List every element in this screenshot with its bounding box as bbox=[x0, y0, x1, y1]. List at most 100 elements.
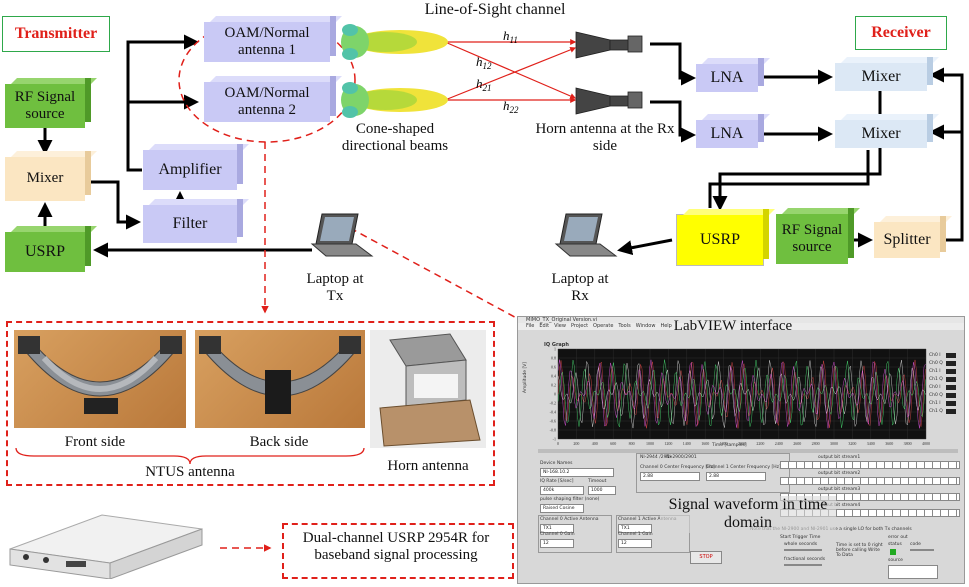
y-tick-label: 0.4 bbox=[551, 374, 556, 379]
iq-rate-field[interactable]: 400k bbox=[540, 486, 584, 495]
x-tick-label: 2400 bbox=[775, 441, 783, 446]
lna-2: LNA bbox=[696, 114, 764, 148]
device-name-label: Device Names bbox=[540, 461, 573, 466]
legend-entry: Ch1 Q bbox=[929, 377, 943, 382]
front-side-photo bbox=[14, 330, 186, 428]
x-tick-label: 2600 bbox=[793, 441, 801, 446]
lna-1: LNA bbox=[696, 58, 764, 92]
y-tick-label: -0.6 bbox=[550, 419, 556, 424]
tx-rf-source: RF Signal source bbox=[5, 78, 91, 128]
y-axis-label: Amplitude [V] bbox=[523, 361, 529, 394]
ch1-antenna-field[interactable]: TX1 bbox=[618, 524, 652, 533]
y-tick-label: -0.8 bbox=[550, 428, 556, 433]
ch1-panel bbox=[616, 515, 690, 553]
legend-swatch bbox=[946, 401, 956, 406]
status-label: status bbox=[888, 542, 902, 547]
page-title: Line-of-Sight channel bbox=[424, 1, 566, 18]
oam-antenna-2: OAM/Normal antenna 2 bbox=[204, 76, 336, 122]
legend-swatch bbox=[946, 369, 956, 374]
graph-title: IQ Graph bbox=[544, 342, 569, 348]
source-field bbox=[888, 565, 938, 579]
horn-antenna-label: Horn antenna bbox=[387, 458, 469, 474]
oam-antenna-1: OAM/Normal antenna 1 bbox=[204, 16, 336, 62]
ch0-center-field[interactable]: 2.88 bbox=[640, 472, 700, 481]
stream-cells bbox=[780, 461, 960, 469]
back-side-photo bbox=[195, 330, 365, 428]
x-tick-label: 400 bbox=[592, 441, 598, 446]
menu-item-tools[interactable]: Tools bbox=[618, 323, 631, 329]
legend-swatch bbox=[946, 361, 956, 366]
legend-swatch bbox=[946, 393, 956, 398]
x-tick-label: 3800 bbox=[904, 441, 912, 446]
menu-item-file[interactable]: File bbox=[526, 323, 535, 329]
waveform-trace bbox=[557, 360, 926, 429]
legend-entry: Ch0 Q bbox=[929, 393, 943, 398]
rx-rf-source: RF Signal source bbox=[776, 208, 854, 264]
horn-caption: Horn antenna at the Rx side bbox=[535, 121, 675, 155]
whole-seconds-field[interactable] bbox=[784, 549, 822, 551]
rx-mixer-2: Mixer bbox=[835, 114, 933, 148]
splitter: Splitter bbox=[874, 216, 946, 258]
code-field bbox=[910, 549, 934, 551]
device-name-field[interactable]: NI-168.10.2 bbox=[540, 468, 614, 477]
waveform-trace bbox=[557, 359, 926, 429]
stop-button[interactable]: STOP bbox=[690, 551, 722, 564]
x-tick-label: 1400 bbox=[683, 441, 691, 446]
transmitter-label: Transmitter bbox=[2, 16, 110, 52]
menu-item-view[interactable]: View bbox=[554, 323, 566, 329]
ch0-antenna-field[interactable]: TX1 bbox=[540, 524, 574, 533]
svg-text:h12: h12 bbox=[476, 54, 492, 71]
x-tick-label: 800 bbox=[629, 441, 635, 446]
laptop-icon bbox=[310, 213, 374, 257]
error-out-label: error out bbox=[888, 535, 908, 540]
ch0-antenna-label: Channel 0 Active Antenna bbox=[540, 517, 599, 522]
x-tick-label: 1200 bbox=[664, 441, 672, 446]
x-tick-label: 600 bbox=[610, 441, 616, 446]
front-side-label: Front side bbox=[64, 434, 126, 450]
x-tick-label: 200 bbox=[573, 441, 579, 446]
back-side-label: Back side bbox=[249, 434, 309, 450]
ch0-gain-label: Channel 0 Gain bbox=[540, 532, 575, 537]
horn-antenna-photo bbox=[370, 330, 486, 448]
ch0-gain-field[interactable]: 12 bbox=[540, 539, 574, 548]
stream-label: output bit stream3 bbox=[818, 487, 861, 492]
x-tick-label: 0 bbox=[557, 441, 559, 446]
legend-entry: Ch1 I bbox=[929, 369, 941, 374]
menu-item-project[interactable]: Project bbox=[570, 323, 589, 329]
ntus-photo-panel bbox=[6, 321, 495, 486]
y-tick-label: -0.2 bbox=[550, 401, 556, 406]
pulse-select[interactable]: Raised Cosine bbox=[540, 504, 584, 513]
y-tick-label: -0.4 bbox=[550, 410, 556, 415]
tab-2944[interactable]: NI-2944 /295x bbox=[640, 455, 672, 460]
ntus-antenna-label: NTUS antenna bbox=[145, 464, 235, 480]
ch1-center-field[interactable]: 2.88 bbox=[706, 472, 766, 481]
labview-menubar: File Edit View Project Operate Tools Window Hel… bbox=[518, 323, 964, 330]
x-tick-label: 3400 bbox=[867, 441, 875, 446]
x-tick-label: 2200 bbox=[756, 441, 764, 446]
cone-beam-icon bbox=[341, 24, 448, 118]
usrp-device-photo bbox=[6, 505, 206, 580]
ch1-gain-field[interactable]: 12 bbox=[618, 539, 652, 548]
legend-swatch bbox=[946, 353, 956, 358]
fractional-seconds-field[interactable] bbox=[784, 564, 822, 566]
y-tick-label: -1 bbox=[553, 437, 556, 442]
laptop-rx-caption: Laptop at Rx bbox=[551, 271, 609, 305]
menu-item-edit[interactable]: Edit bbox=[539, 323, 550, 329]
iq-rate-label: IQ Rate [S/sec] bbox=[540, 479, 574, 484]
filter: Filter bbox=[143, 199, 243, 243]
x-tick-label: 1600 bbox=[701, 441, 709, 446]
stream-cells bbox=[780, 477, 960, 485]
stream-label: output bit stream4 bbox=[818, 503, 861, 508]
legend-swatch bbox=[946, 377, 956, 382]
tab-2900[interactable]: NI-2900/2901 bbox=[666, 455, 697, 460]
tx-mixer: Mixer bbox=[5, 151, 91, 201]
timeout-label: Timeout bbox=[588, 479, 607, 484]
menu-item-window[interactable]: Window bbox=[635, 323, 656, 329]
menu-item-help[interactable]: Help bbox=[660, 323, 672, 329]
timeout-field[interactable]: 1000 bbox=[588, 486, 616, 495]
svg-text:h21: h21 bbox=[476, 76, 492, 93]
labview-label: LabVIEW interface bbox=[673, 318, 793, 334]
menu-item-operate[interactable]: Operate bbox=[593, 323, 614, 329]
y-tick-label: 0.2 bbox=[551, 383, 556, 388]
